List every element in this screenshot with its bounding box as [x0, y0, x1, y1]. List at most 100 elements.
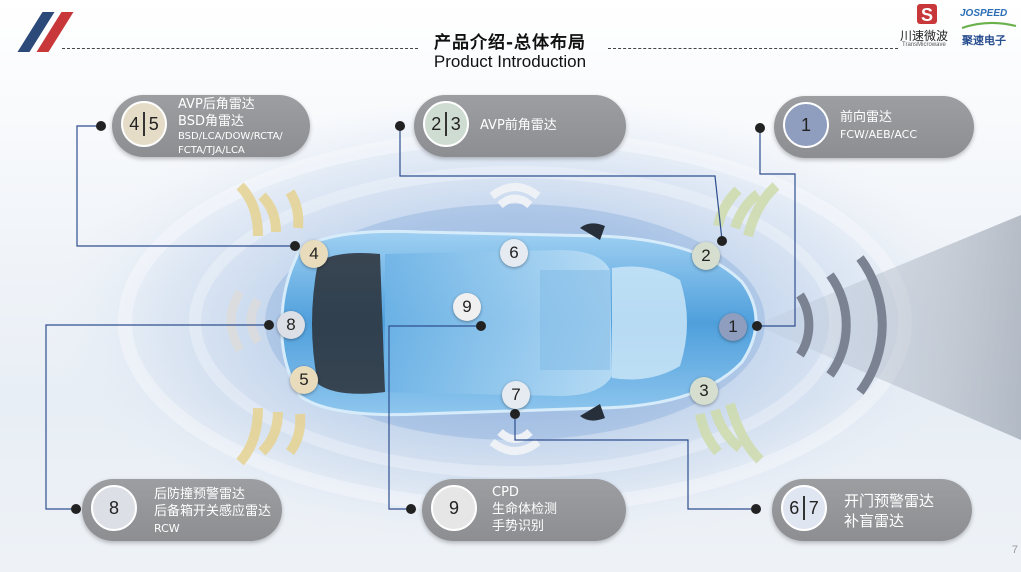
transmicrowave-logo: S 川速微波 TransMicrowave	[900, 2, 956, 50]
card-line: FCW/AEB/ACC	[840, 128, 918, 141]
transmicrowave-name: 川速微波	[900, 29, 949, 43]
card-line: AVP后角雷达	[178, 97, 255, 112]
sensor-marker-label: 8	[286, 315, 296, 334]
front-radar-beam	[755, 215, 1021, 440]
connector-dot-4-5-card	[96, 121, 106, 131]
card-line: RCW	[154, 522, 180, 535]
badge-divider	[445, 112, 447, 136]
jospeed-logo: JOSPEED 聚速电子	[958, 4, 1020, 50]
connector-dot-2-3-car	[717, 236, 727, 246]
badge-number: 1	[800, 114, 811, 135]
connector-dot-9-card	[406, 504, 416, 514]
badge-number: 8	[108, 497, 119, 518]
jospeed-swoosh-icon	[961, 22, 1017, 29]
radar-wave-rear-left-bottom	[236, 407, 306, 466]
jospeed-logo-text: JOSPEED	[960, 8, 1008, 19]
card-text: CPD 生命体检测 手势识别	[492, 484, 557, 535]
transmicrowave-sub: TransMicrowave	[902, 42, 946, 48]
badge-number: 4	[129, 113, 140, 134]
card-line: 手势识别	[492, 519, 545, 534]
sensor-marker-2: 2	[692, 242, 720, 270]
sensor-marker-label: 9	[462, 297, 472, 316]
card-line: 前向雷达	[840, 110, 893, 125]
card-badge: 8	[91, 485, 137, 531]
radar-wave-rear-left-top	[236, 182, 304, 237]
sensor-marker-label: 2	[701, 246, 711, 265]
connector-dot-1-car	[752, 321, 762, 331]
transmicrowave-mark-icon: S	[917, 4, 937, 25]
page-title: 产品介绍-总体布局	[433, 33, 587, 53]
badge-number: 5	[148, 113, 159, 134]
badge-number: 6	[789, 497, 800, 518]
card-line: AVP前角雷达	[480, 118, 557, 133]
jospeed-name: 聚速电子	[962, 34, 1006, 47]
sensor-marker-label: 7	[511, 385, 521, 404]
sensor-marker-3: 3	[690, 377, 718, 405]
sensor-marker-5: 5	[290, 366, 318, 394]
connector-lines	[45, 125, 796, 510]
card-badge: 1	[783, 102, 829, 148]
connector-2-3	[399, 126, 723, 241]
sensor-marker-label: 5	[299, 370, 309, 389]
card-line: 后防撞预警雷达	[154, 487, 246, 502]
connector-dot-8-car	[264, 320, 274, 330]
radar-card-9[interactable]: 9 CPD 生命体检测 手势识别	[422, 479, 626, 541]
sensor-marker-7: 7	[502, 381, 530, 409]
connector-dot-1-card	[755, 123, 765, 133]
radar-wave-front-right-bottom	[695, 402, 764, 464]
car-top-view	[280, 223, 758, 421]
card-line: 补盲雷达	[844, 512, 905, 530]
connector-8	[45, 324, 270, 510]
radar-wave-rear-left	[226, 289, 262, 353]
card-text: AVP后角雷达 BSD角雷达 BSD/LCA/DOW/RCTA/ FCTA/TJ…	[178, 96, 283, 158]
connector-1	[757, 128, 796, 327]
connector-dot-9-car	[476, 321, 486, 331]
card-text: 后防撞预警雷达 后备箱开关感应雷达 RCW	[154, 486, 271, 537]
badge-divider	[803, 496, 805, 520]
sensor-marker-6: 6	[500, 239, 528, 267]
card-text: 前向雷达 FCW/AEB/ACC	[840, 109, 917, 143]
card-text: 开门预警雷达 补盲雷达	[844, 491, 934, 531]
radar-wave-side-top	[489, 183, 541, 209]
sensor-marker-label: 3	[699, 381, 709, 400]
card-line: BSD/LCA/DOW/RCTA/	[178, 131, 283, 142]
card-line: CPD	[492, 485, 519, 500]
svg-text:S: S	[921, 5, 933, 25]
badge-number: 9	[448, 497, 459, 518]
card-badge: 9	[431, 485, 477, 531]
connector-dot-2-3-card	[395, 121, 405, 131]
sensor-marker-8: 8	[277, 311, 305, 339]
title-rule-left	[62, 48, 418, 49]
connector-9	[388, 325, 480, 510]
sensor-marker-1: 1	[719, 313, 747, 341]
card-line: FCTA/TJA/LCA	[178, 145, 245, 156]
badge-number: 3	[450, 113, 461, 134]
sensor-marker-label: 4	[309, 244, 319, 263]
sensor-marker-9: 9	[453, 293, 481, 321]
badge-divider	[143, 112, 145, 136]
page-number: 7	[1011, 544, 1018, 556]
page-subtitle: Product Introduction	[433, 52, 587, 71]
radar-card-8[interactable]: 8 后防撞预警雷达 后备箱开关感应雷达 RCW	[82, 479, 282, 541]
connector-dot-6-7-card	[751, 504, 761, 514]
radar-wave-front-right-top	[713, 182, 780, 238]
connector-dot-8-card	[71, 504, 81, 514]
sensor-marker-label: 6	[509, 243, 519, 262]
radar-card-1[interactable]: 1 前向雷达 FCW/AEB/ACC	[774, 96, 974, 158]
card-text: AVP前角雷达	[480, 117, 557, 134]
connector-dot-4-5-car	[290, 241, 300, 251]
connector-6-7	[514, 416, 756, 510]
badge-number: 2	[431, 113, 442, 134]
card-line: BSD角雷达	[178, 114, 244, 129]
card-line: 后备箱开关感应雷达	[154, 504, 272, 519]
card-line: 生命体检测	[492, 502, 558, 517]
connector-dot-6-7-car	[510, 409, 520, 419]
